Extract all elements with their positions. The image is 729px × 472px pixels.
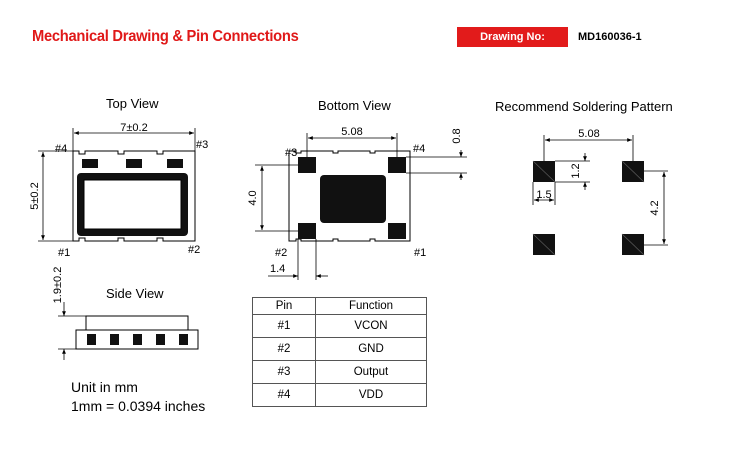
table-header-row: Pin Function — [252, 297, 427, 315]
table-cell-pin: #1 — [252, 314, 316, 338]
top-view-pin-1: #1 — [58, 247, 70, 259]
table-row: #4 VDD — [252, 383, 427, 407]
pin-function-table: Pin Function #1 VCON #2 GND #3 Output #4… — [252, 297, 427, 407]
top-view-pad-3 — [167, 159, 183, 168]
top-view-label: Top View — [106, 96, 159, 111]
units-line-1: Unit in mm — [71, 379, 138, 395]
top-view-pin-4: #4 — [55, 143, 67, 155]
solder-pad-width-text: 1.5 — [536, 189, 551, 201]
side-view-label: Side View — [106, 286, 164, 301]
solder-pattern-drawing: 5.08 1.2 1.5 4.2 — [532, 128, 668, 256]
drawing-number-label: Drawing No: — [480, 31, 545, 43]
top-view-drawing: 7±0.2 5±0.2 #4 #3 #1 #2 — [29, 122, 208, 259]
table-cell-pin: #3 — [252, 360, 316, 384]
top-view-pad-2 — [126, 159, 142, 168]
table-header-function: Function — [315, 297, 427, 315]
side-view-drawing: 1.9±0.2 — [52, 267, 199, 360]
bottom-view-pad-4 — [388, 157, 406, 173]
page-title: Mechanical Drawing & Pin Connections — [32, 28, 299, 45]
bottom-view-pad-spacing-text: 5.08 — [341, 126, 362, 138]
top-view-pin-3: #3 — [196, 139, 208, 151]
bottom-view-pin-3: #3 — [285, 147, 297, 159]
table-cell-function: VDD — [315, 383, 427, 407]
bottom-view-pin-1: #1 — [414, 247, 426, 259]
table-cell-function: VCON — [315, 314, 427, 338]
drawing-number-value: MD160036-1 — [578, 31, 642, 43]
solder-pad-height-text: 1.2 — [570, 163, 582, 178]
table-cell-pin: #4 — [252, 383, 316, 407]
top-view-pin-2: #2 — [188, 244, 200, 256]
side-view-terminal-1 — [87, 334, 96, 345]
bottom-view-height-text: 4.0 — [247, 190, 259, 205]
bottom-view-pin-2: #2 — [275, 247, 287, 259]
top-view-pad-1 — [82, 159, 98, 168]
bottom-view-center-pad — [320, 175, 386, 223]
table-row: #2 GND — [252, 337, 427, 361]
solder-pad-spacing-text: 5.08 — [578, 128, 599, 140]
units-line-2: 1mm = 0.0394 inches — [71, 398, 206, 414]
table-header-pin: Pin — [252, 297, 316, 315]
solder-pattern-label: Recommend Soldering Pattern — [495, 99, 673, 114]
bottom-view-pad-width-text: 1.4 — [270, 263, 285, 275]
side-view-lid — [85, 315, 189, 331]
side-view-terminal-3 — [133, 334, 142, 345]
table-row: #3 Output — [252, 360, 427, 384]
drawing-number-badge — [457, 27, 568, 47]
top-view-height-text: 5±0.2 — [29, 182, 41, 209]
table-cell-function: GND — [315, 337, 427, 361]
table-cell-pin: #2 — [252, 337, 316, 361]
top-view-lid-window — [83, 179, 182, 230]
bottom-view-pin-4: #4 — [413, 143, 425, 155]
top-view-width-text: 7±0.2 — [120, 122, 147, 134]
side-view-terminal-4 — [156, 334, 165, 345]
bottom-view-pad-1 — [388, 223, 406, 239]
table-cell-function: Output — [315, 360, 427, 384]
table-row: #1 VCON — [252, 314, 427, 338]
solder-vertical-spacing-text: 4.2 — [649, 200, 661, 215]
bottom-view-drawing: 5.08 0.8 4.0 1.4 #3 #4 #2 #1 — [247, 126, 467, 280]
side-view-terminal-2 — [110, 334, 119, 345]
bottom-view-pad-size-text: 0.8 — [451, 128, 463, 143]
bottom-view-label: Bottom View — [318, 98, 391, 113]
bottom-view-pad-3 — [298, 157, 316, 173]
side-view-height-text: 1.9±0.2 — [52, 267, 64, 304]
bottom-view-pad-2 — [298, 223, 316, 239]
side-view-terminal-5 — [179, 334, 188, 345]
